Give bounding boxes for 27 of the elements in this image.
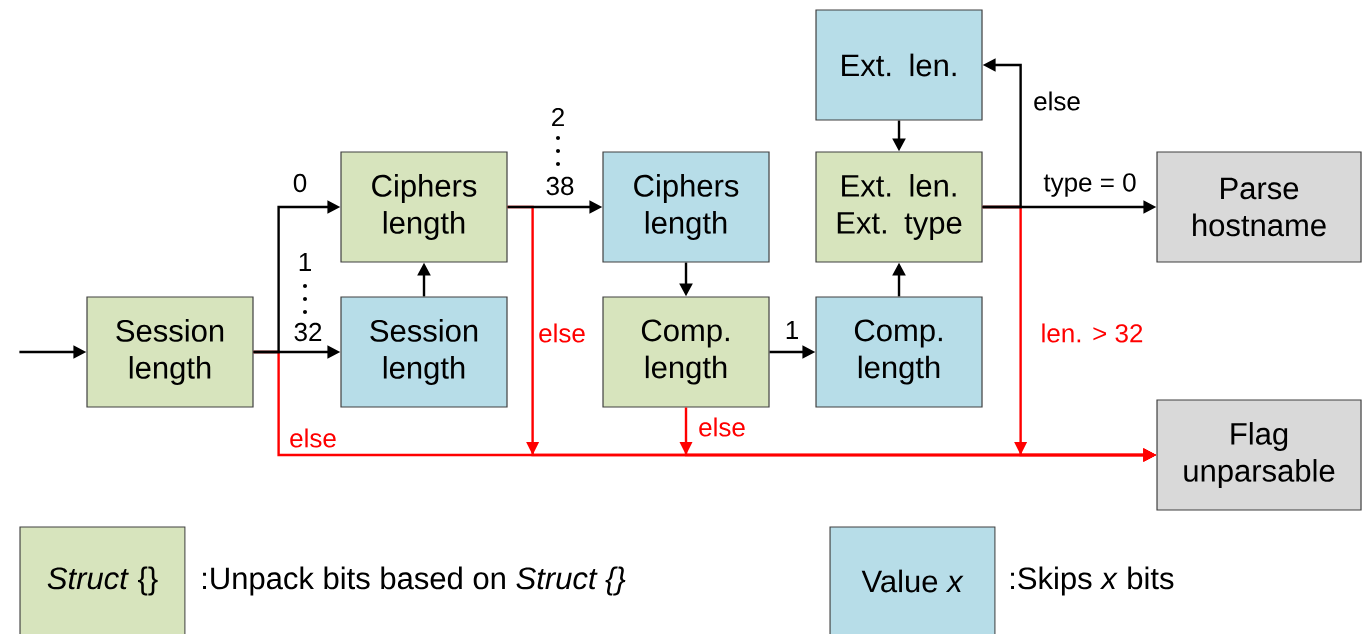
arrow: [982, 58, 1022, 209]
process-box: Parse hostname: [1156, 151, 1362, 263]
process-box: Ext. len. Ext. type: [815, 151, 983, 263]
edge-label: 32: [292, 321, 324, 343]
edge-label: else: [697, 416, 747, 438]
process-box: Ext. len.: [815, 9, 983, 121]
legend-text: :Skips x bits: [1011, 566, 1174, 596]
edge-label: 38: [544, 175, 576, 197]
edge-label: else: [1032, 90, 1082, 112]
process-box: Session length: [86, 296, 254, 408]
edge-label: else: [288, 427, 338, 449]
edge-label: type = 0: [1042, 172, 1138, 198]
legend-text: :Unpack bits based on Struct {}: [203, 566, 626, 596]
process-box: Comp. length: [602, 296, 770, 408]
edge-label: 1: [783, 320, 801, 340]
process-box: Ciphers length: [340, 151, 508, 263]
process-box: Session length: [340, 296, 508, 408]
edge-label: 0: [291, 172, 309, 194]
process-box: Comp. length: [815, 296, 983, 408]
edge-label: len. > 32: [1039, 322, 1145, 344]
legend-key: Value x: [861, 569, 964, 593]
edge-label: else: [537, 322, 587, 344]
process-box: Flag unparsable: [1156, 399, 1362, 511]
process-box: Ciphers length: [602, 151, 770, 263]
number-label: 2: [552, 107, 564, 127]
number-label: 1: [299, 253, 311, 271]
legend-key: Struct {}: [47, 566, 158, 596]
